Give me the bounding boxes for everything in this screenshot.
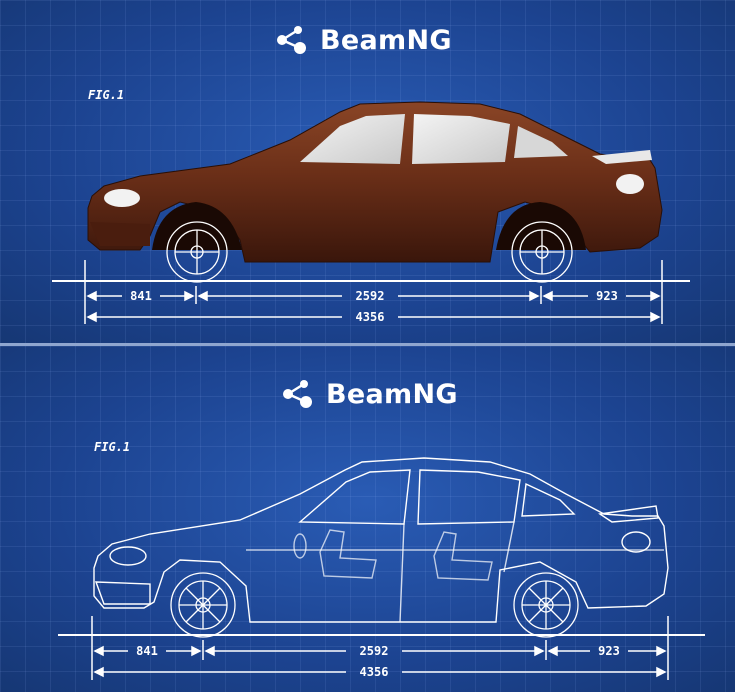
- front-wheel: [166, 221, 228, 283]
- rear-wheel: [513, 572, 579, 638]
- logo: BeamNG: [282, 378, 458, 410]
- blueprint-panel-wireframe: BeamNG FIG.1: [0, 346, 735, 692]
- rear-overhang-label: 923: [598, 644, 620, 658]
- logo-text: BeamNG: [326, 378, 458, 410]
- wheelbase-label: 2592: [360, 644, 389, 658]
- rear-overhang-label: 923: [596, 289, 618, 303]
- dimension-lines: [86, 290, 661, 323]
- figure-label: FIG.1: [94, 440, 131, 454]
- rear-wheel: [511, 221, 573, 283]
- total-length-label: 4356: [356, 310, 385, 324]
- headlight: [104, 189, 140, 207]
- dimension-lines: [93, 645, 667, 678]
- total-length-label: 4356: [360, 665, 389, 679]
- beamng-logo-icon: [283, 380, 312, 408]
- car-outline: [93, 457, 669, 623]
- front-overhang-label: 841: [130, 289, 152, 303]
- front-window: [300, 114, 405, 164]
- logo: BeamNG: [276, 24, 452, 56]
- front-bumper: [90, 222, 150, 246]
- rear-window: [412, 114, 510, 164]
- beamng-logo-icon: [277, 26, 306, 54]
- car-illustration-wireframe: 841 2592 923 4356: [58, 457, 705, 680]
- front-overhang-label: 841: [136, 644, 158, 658]
- wheelbase-label: 2592: [356, 289, 385, 303]
- front-wheel: [170, 572, 236, 638]
- logo-text: BeamNG: [320, 24, 452, 56]
- blueprint-panel-rendered: BeamNG FIG.1: [0, 0, 735, 343]
- rear-spoiler: [592, 150, 652, 164]
- quarter-window: [514, 126, 568, 158]
- car-illustration-rendered: 841 2592 923 4356: [52, 101, 690, 324]
- figure-label: FIG.1: [88, 88, 125, 102]
- taillight: [616, 174, 644, 194]
- panel-divider: [0, 343, 735, 346]
